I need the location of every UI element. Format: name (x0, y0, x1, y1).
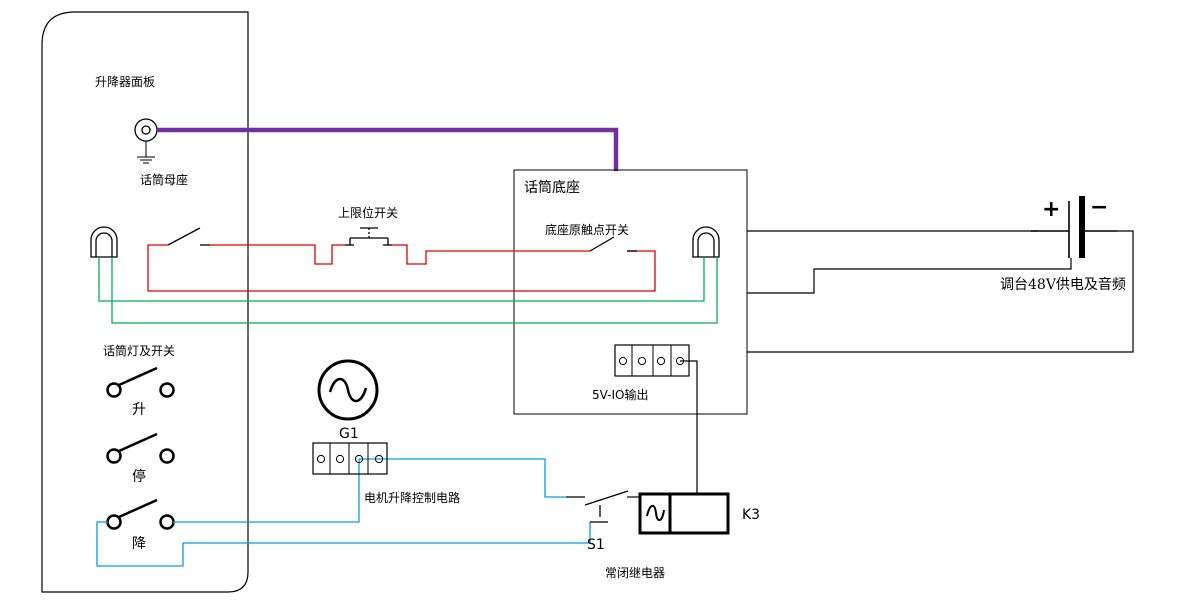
mic-socket-icon (134, 118, 158, 157)
nc-relay-label: 常闭继电器 (605, 566, 665, 580)
io-terminal-block (614, 344, 690, 377)
blue-circuit (96, 458, 591, 567)
panel-title: 升降器面板 (95, 75, 155, 89)
g1-label: G1 (339, 426, 359, 442)
up-switch-icon (106, 366, 175, 398)
power-audio-wires (747, 230, 1134, 353)
down-switch-icon (106, 498, 175, 530)
battery-icon (1031, 196, 1117, 258)
io-output-label: 5V-IO输出 (592, 387, 648, 402)
battery-plus: + (1042, 197, 1060, 222)
lamp-switch-label: 话筒灯及开关 (103, 343, 175, 358)
lamp-left-icon (90, 226, 118, 258)
motor-circuit-label: 电机升降控制电路 (364, 490, 460, 505)
red-circuit (147, 244, 656, 292)
base-contact-label: 底座原触点开关 (545, 222, 629, 237)
mic-socket-label: 话筒母座 (140, 172, 188, 187)
up-label: 升 (132, 402, 146, 418)
power-audio-label: 调台48V供电及音频 (1000, 276, 1126, 293)
ground-icon (137, 156, 155, 164)
stop-switch-icon (106, 432, 175, 464)
base-title: 话筒底座 (524, 179, 580, 196)
ac-source-g1-icon (317, 359, 379, 421)
s1-label: S1 (587, 537, 605, 553)
lamp-right-icon (692, 226, 720, 258)
base-contact-switch (589, 236, 637, 252)
panel-limit-switch (167, 227, 210, 246)
audio-line (157, 127, 619, 171)
stop-label: 停 (132, 468, 146, 485)
mic-base-box (513, 169, 748, 415)
s1-switch-icon (566, 490, 629, 523)
green-circuit (98, 258, 718, 324)
upper-limit-label: 上限位开关 (338, 205, 398, 220)
lifter-panel (41, 11, 249, 593)
upper-limit-switch-icon (345, 227, 392, 246)
motor-terminal-block (312, 442, 388, 475)
io-relay-wires (627, 360, 698, 498)
k3-label: K3 (742, 507, 760, 523)
down-label: 降 (132, 536, 146, 552)
battery-minus: − (1090, 195, 1108, 220)
relay-k3-icon (638, 492, 730, 535)
